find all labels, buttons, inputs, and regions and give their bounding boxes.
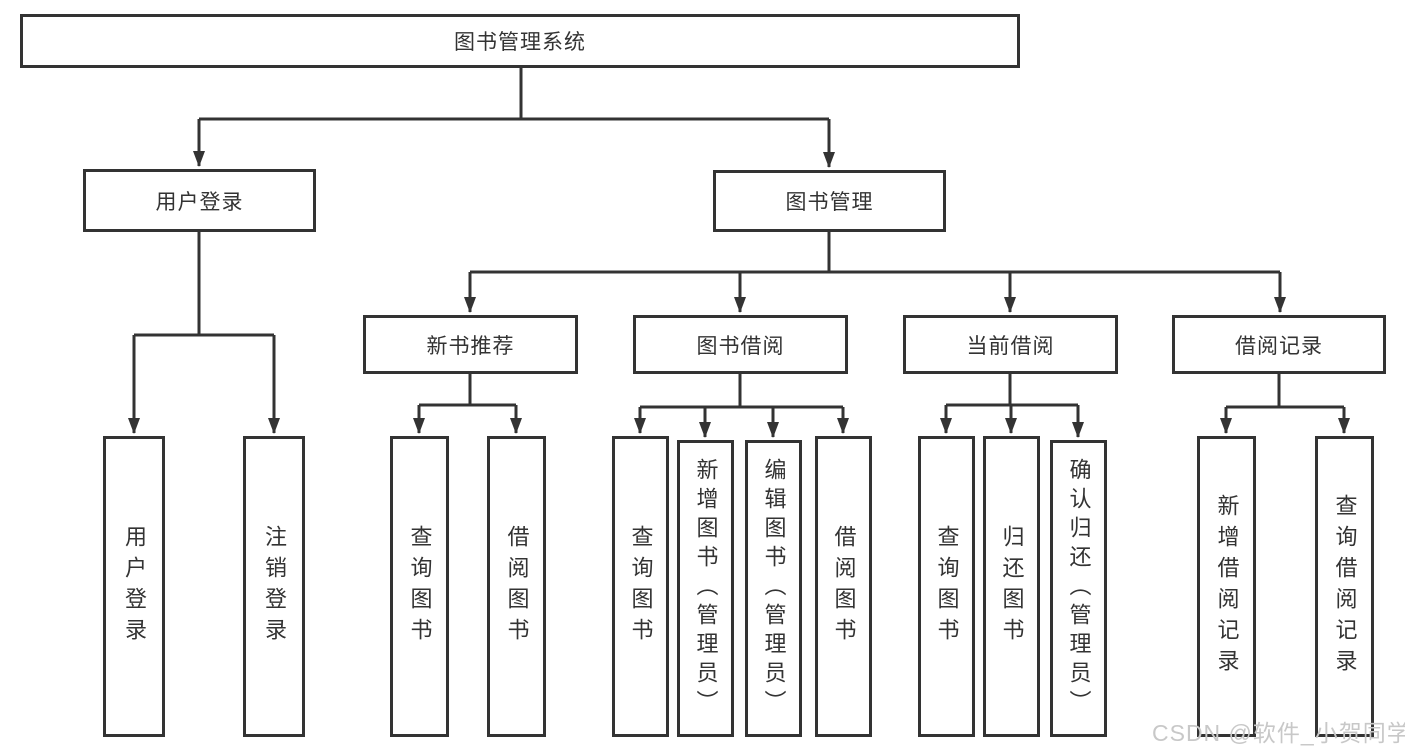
node-recommend-borrow-books: 借阅图书 (487, 436, 546, 737)
node-label: 新增借阅记录 (1214, 493, 1240, 680)
node-label: 注销登录 (262, 524, 287, 649)
node-borrow-records: 借阅记录 (1172, 315, 1386, 374)
node-label: 编辑图书（管理员） (761, 458, 787, 719)
node-new-book-recommend: 新书推荐 (363, 315, 578, 374)
node-logout-action: 注销登录 (243, 436, 305, 737)
node-label: 归还图书 (999, 524, 1025, 649)
node-root-system: 图书管理系统 (20, 14, 1020, 68)
node-current-confirm-return-admin: 确认归还（管理员） (1050, 440, 1107, 737)
node-borrow-add-books-admin: 新增图书（管理员） (677, 440, 734, 737)
node-records-query-record: 查询借阅记录 (1315, 436, 1374, 737)
csdn-watermark: CSDN @软件_小贺同学 (1152, 720, 1405, 746)
node-user-login-action: 用户登录 (103, 436, 165, 737)
node-label: 用户登录 (122, 524, 147, 649)
node-book-borrow: 图书借阅 (633, 315, 848, 374)
node-borrow-edit-books-admin: 编辑图书（管理员） (745, 440, 802, 737)
node-label: 借阅图书 (831, 524, 857, 649)
node-label: 查询图书 (628, 524, 654, 649)
node-label: 查询借阅记录 (1332, 493, 1358, 680)
node-label: 确认归还（管理员） (1066, 458, 1092, 719)
node-records-add-record: 新增借阅记录 (1197, 436, 1256, 737)
node-current-return-books: 归还图书 (983, 436, 1040, 737)
node-recommend-query-books: 查询图书 (390, 436, 449, 737)
node-book-management: 图书管理 (713, 170, 946, 232)
node-label: 新增图书（管理员） (693, 458, 719, 719)
node-user-login: 用户登录 (83, 169, 316, 232)
node-label: 查询图书 (934, 524, 960, 649)
node-borrow-borrow-books: 借阅图书 (815, 436, 872, 737)
node-current-borrow: 当前借阅 (903, 315, 1118, 374)
node-label: 借阅图书 (504, 524, 530, 649)
node-label: 查询图书 (407, 524, 433, 649)
node-current-query-books: 查询图书 (918, 436, 975, 737)
node-borrow-query-books: 查询图书 (612, 436, 669, 737)
